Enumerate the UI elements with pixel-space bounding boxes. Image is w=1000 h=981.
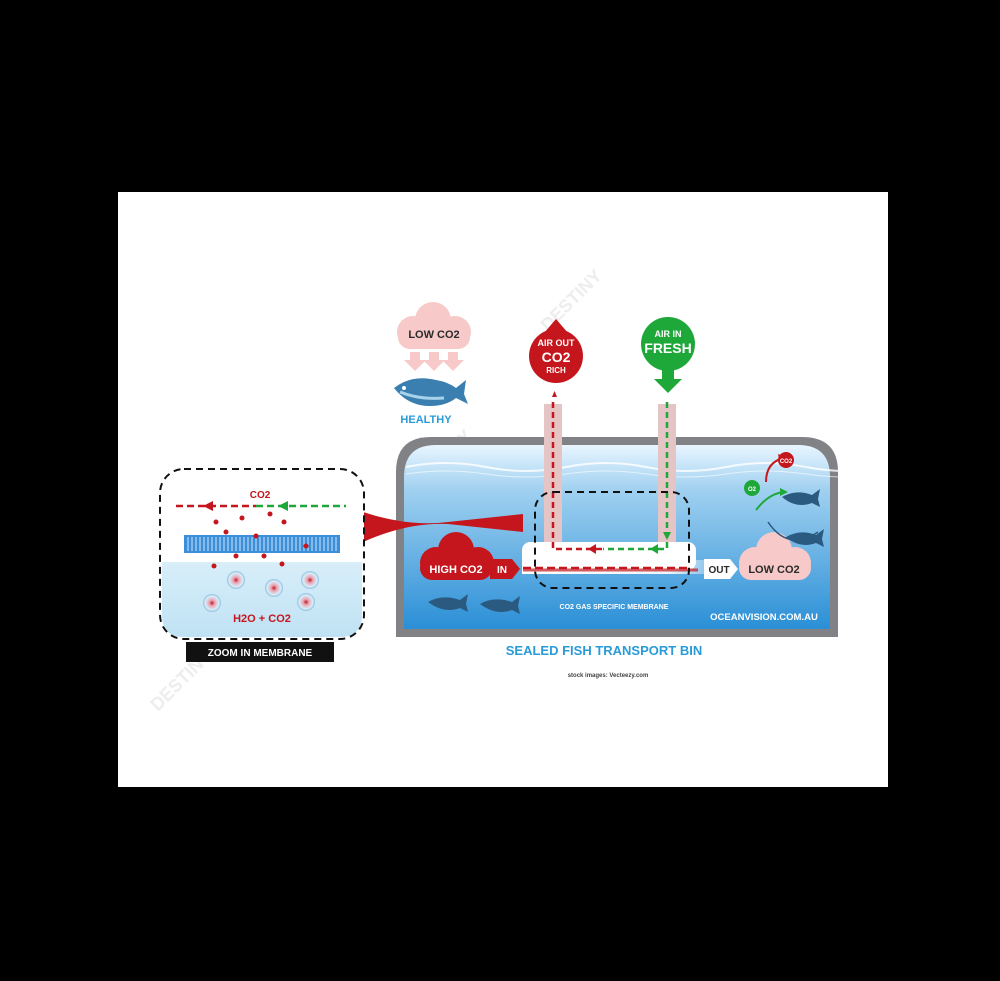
low-co2-top-label: LOW CO2	[408, 329, 459, 341]
out-arrow-icon	[704, 559, 738, 579]
pipes	[522, 391, 706, 574]
low-co2-cloud-right-icon	[739, 532, 811, 580]
zoom-water	[162, 562, 362, 637]
fish-icon	[428, 594, 468, 612]
air-out-pipe	[544, 404, 562, 554]
transport-bin	[396, 437, 887, 637]
in-label: IN	[497, 565, 507, 576]
healthy-label: HEALTHY	[400, 414, 452, 426]
out-label: OUT	[708, 565, 729, 576]
down-arrow-icon	[654, 369, 682, 393]
h2o-co2-bubbles	[203, 571, 319, 612]
gas-bubbles: CO2 O2	[744, 452, 794, 511]
bin-title: SEALED FISH TRANSPORT BIN	[506, 643, 702, 658]
o2-bubble-icon	[744, 480, 760, 496]
diagram-sheet: DESTINY DESTINY DESTINY DESTINY LOW CO2 …	[118, 192, 888, 787]
co2-bubble-label: CO2	[780, 459, 793, 465]
membrane-zoom-marker	[534, 491, 690, 589]
air-in-fresh-label: FRESH	[644, 340, 691, 356]
membrane-strip	[184, 535, 340, 553]
co2-bubble-icon	[778, 452, 794, 468]
zoom-h2o-label: H2O + CO2	[233, 613, 291, 625]
high-co2-cloud-icon	[420, 532, 494, 580]
image-credit: stock images: Vecteezy.com	[568, 673, 649, 679]
zoom-panel: CO2 H2O + CO2	[159, 468, 365, 640]
air-out-co2-label: CO2	[542, 349, 571, 365]
healthy-fish-icon	[394, 378, 468, 406]
low-co2-right-label: LOW CO2	[748, 564, 799, 576]
low-co2-outlet: OUT LOW CO2	[704, 532, 811, 580]
gas-exchange-diagram: DESTINY DESTINY DESTINY DESTINY LOW CO2 …	[147, 266, 887, 715]
air-in-pipe	[658, 404, 676, 554]
air-out-rich-label: RICH	[546, 366, 566, 375]
tank-water	[404, 445, 830, 629]
zoom-connector	[363, 512, 523, 542]
zoom-co2-label: CO2	[250, 490, 271, 501]
air-out-label: AIR OUT	[538, 338, 576, 348]
fish-icon	[782, 489, 820, 507]
watermark-text-2: DESTINY	[537, 266, 606, 335]
air-out-badge: AIR OUT CO2 RICH	[529, 319, 583, 383]
fish-icon	[480, 596, 520, 614]
low-co2-cloud-icon	[397, 302, 471, 349]
air-in-label: AIR IN	[655, 329, 682, 339]
zoom-caption: ZOOM IN MEMBRANE	[208, 648, 313, 659]
air-in-badge: AIR IN FRESH	[641, 317, 695, 393]
co2-molecules	[211, 511, 309, 569]
zoom-caption-bg	[186, 642, 334, 662]
in-arrow-icon	[490, 559, 520, 579]
tank-fish-group	[428, 489, 824, 614]
healthy-fish-group: LOW CO2 HEALTHY	[394, 302, 471, 426]
website-label: OCEANVISION.COM.AU	[710, 612, 818, 623]
co2-out-flow-line	[551, 402, 603, 551]
high-co2-label: HIGH CO2	[429, 564, 482, 576]
o2-bubble-label: O2	[748, 487, 757, 493]
down-arrows-icon	[404, 352, 464, 371]
high-co2-inlet: HIGH CO2 IN	[420, 532, 520, 580]
membrane-caption: CO2 GAS SPECIFIC MEMBRANE	[560, 604, 669, 611]
